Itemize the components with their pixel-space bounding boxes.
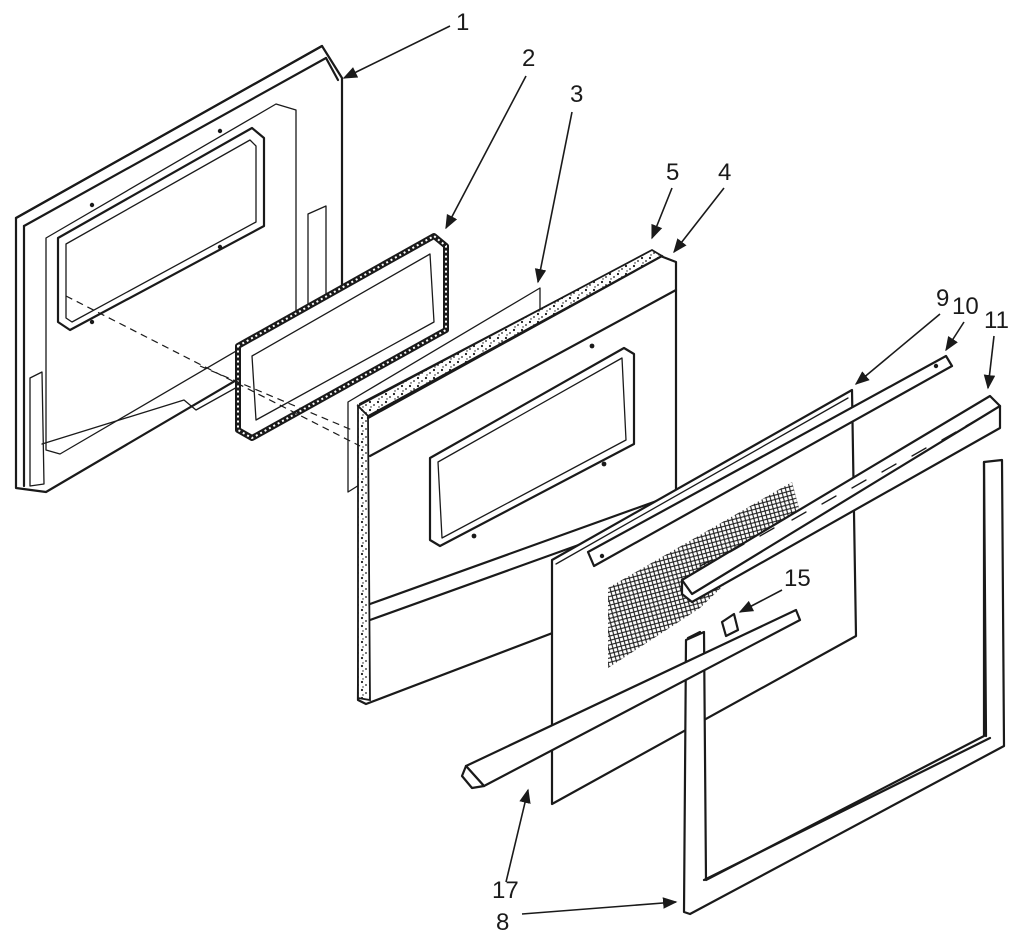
callout-8: 8: [496, 909, 509, 936]
arrow-10: [945, 321, 965, 352]
arrow-4: [673, 187, 725, 254]
callout-9: 9: [936, 285, 949, 312]
callout-3: 3: [570, 81, 583, 108]
arrow-5: [651, 187, 673, 240]
arrow-1: [342, 25, 451, 79]
arrow-3: [534, 111, 573, 284]
callout-15: 15: [784, 565, 811, 592]
part-15-clip: [720, 612, 740, 638]
callout-1: 1: [456, 9, 469, 36]
arrow-15: [738, 589, 783, 613]
arrow-9: [854, 313, 941, 385]
callout-4: 4: [718, 159, 731, 186]
callout-5: 5: [666, 159, 679, 186]
part-2-window-gasket: [235, 233, 449, 441]
callout-17: 17: [492, 877, 519, 904]
leader-arrows: [342, 25, 996, 915]
arrow-17: [505, 788, 531, 883]
part-11-vent-channel: [680, 394, 1002, 604]
arrow-2: [445, 75, 527, 230]
part-8-door-frame: [682, 458, 1006, 916]
callout-11: 11: [984, 307, 1009, 334]
arrow-8: [521, 897, 678, 915]
callout-labels: 1 2 3 4 5 8 9 10 11 15 17: [456, 9, 1009, 936]
part-10-top-trim: [586, 354, 954, 568]
part-17-bottom-rail: [460, 608, 802, 790]
arrow-11: [983, 335, 996, 390]
part-1-outer-door-panel: [14, 44, 344, 494]
callout-10: 10: [952, 293, 979, 320]
alignment-lines: [65, 295, 361, 447]
callout-2: 2: [522, 45, 535, 72]
